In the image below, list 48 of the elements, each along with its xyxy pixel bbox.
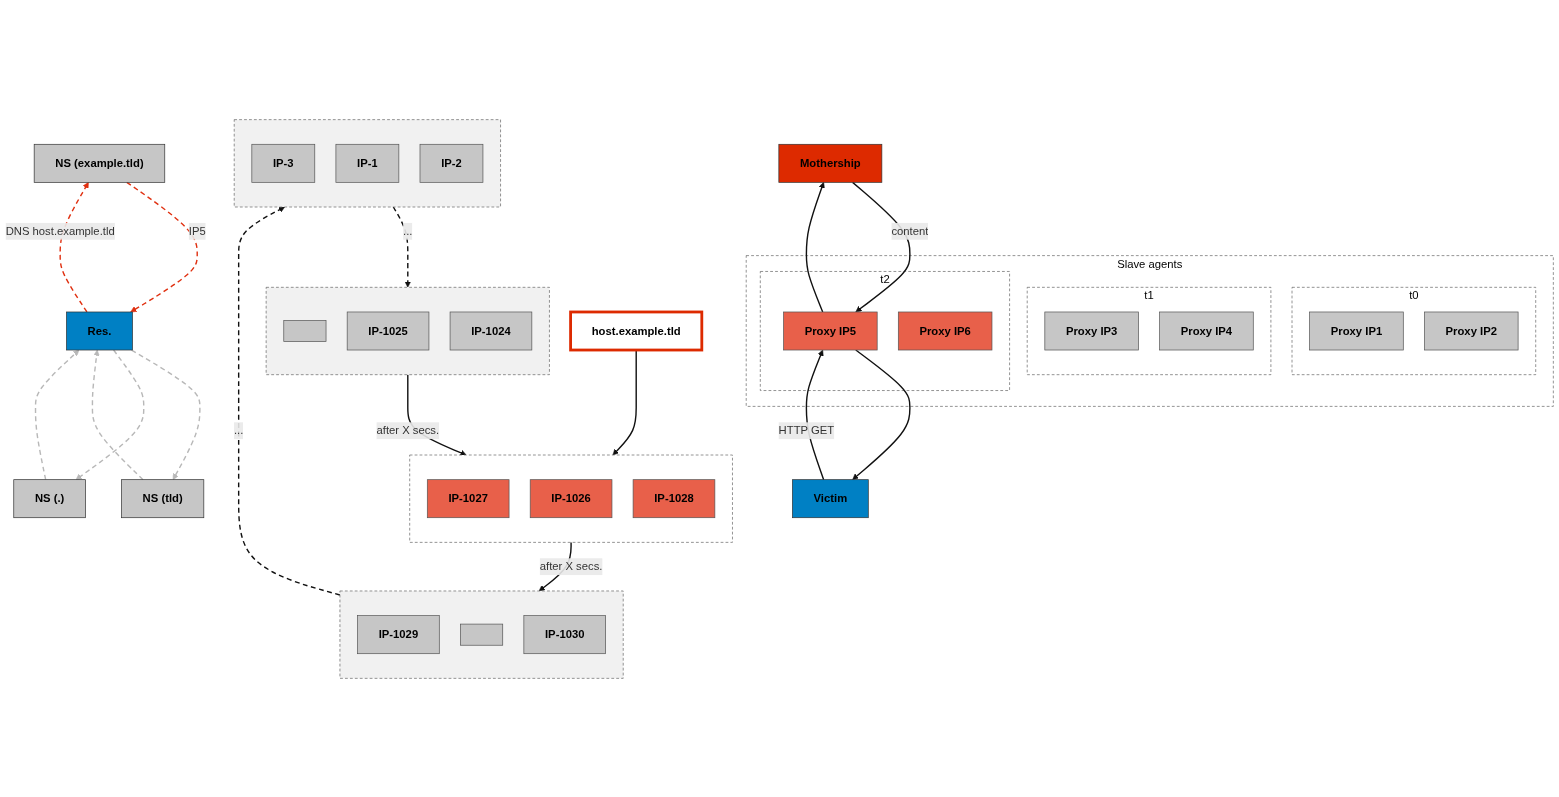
edge-label: HTTP GET xyxy=(778,423,835,436)
node-box: IP-1024 xyxy=(449,311,533,350)
cluster xyxy=(409,454,733,543)
arrow xyxy=(237,206,341,596)
edge-label: content xyxy=(891,224,929,237)
node-box: NS (example.tld) xyxy=(33,143,166,183)
arrow xyxy=(126,181,198,312)
node-box xyxy=(283,319,327,342)
node-box xyxy=(460,623,504,646)
arrow xyxy=(75,348,145,480)
edge-label: ... xyxy=(233,423,244,436)
node-box: IP-1 xyxy=(335,143,400,183)
arrow xyxy=(130,348,201,480)
cluster xyxy=(339,590,624,679)
node-box: NS (tld) xyxy=(121,478,205,518)
arrow xyxy=(851,181,911,312)
node-box: Res. xyxy=(66,311,133,350)
edge-label: IP5 xyxy=(188,224,206,237)
node-box: IP-2 xyxy=(419,143,484,183)
node-box: IP-1025 xyxy=(346,311,430,350)
node-box: host.example.tld xyxy=(569,310,704,351)
node-box: Victim xyxy=(792,478,869,518)
arrow xyxy=(34,349,80,480)
cluster xyxy=(265,286,550,375)
cluster xyxy=(233,118,501,207)
node-box: Proxy IP3 xyxy=(1044,311,1139,350)
edge-label: after X secs. xyxy=(376,423,440,436)
node-box: IP-1027 xyxy=(426,478,510,518)
node-box: IP-1030 xyxy=(523,614,606,654)
node-box: NS (.) xyxy=(13,478,86,518)
node-box: Proxy IP4 xyxy=(1159,311,1254,350)
arrow xyxy=(392,205,411,288)
node-box: Proxy IP2 xyxy=(1424,311,1519,350)
arrow xyxy=(805,181,825,313)
node-box: Proxy IP6 xyxy=(897,311,993,350)
node-box: Proxy IP1 xyxy=(1309,311,1404,350)
node-box: Mothership xyxy=(778,143,883,183)
node-box: IP-1026 xyxy=(529,478,613,518)
node-box: IP-3 xyxy=(251,143,316,183)
node-box: IP-1028 xyxy=(632,478,716,518)
node-box: IP-1029 xyxy=(357,614,440,654)
node-box: Proxy IP5 xyxy=(783,311,878,350)
edge-label: ... xyxy=(403,224,413,237)
arrow xyxy=(852,348,911,480)
arrow xyxy=(59,181,89,313)
edge-label: after X secs. xyxy=(539,559,603,572)
arrow xyxy=(91,349,144,480)
edge-label: DNS host.example.tld xyxy=(5,224,115,237)
